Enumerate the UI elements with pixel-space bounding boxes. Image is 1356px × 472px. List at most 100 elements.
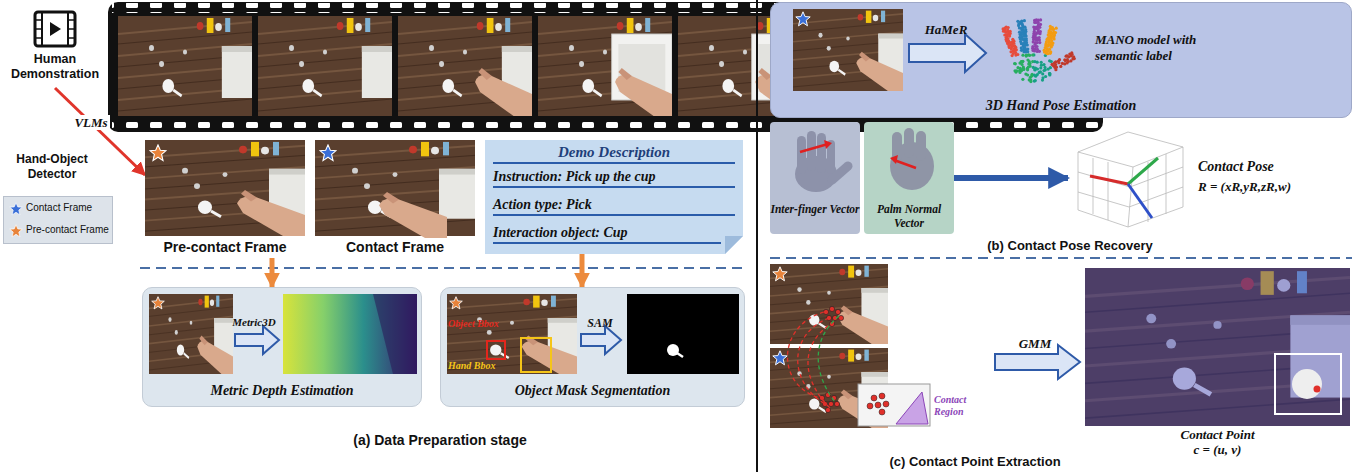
trajectory-images-part: [896, 392, 928, 424]
video-icon: [5, 8, 105, 52]
depth-illustration: [143, 288, 423, 380]
stage-caption: (a) Data Preparation stage: [250, 432, 630, 449]
film-strip-part: [615, 68, 672, 116]
trajectory-images-part-part: [829, 306, 834, 311]
mano-point: [1042, 69, 1045, 72]
film-strip-part: [475, 68, 532, 116]
vector-label: Inter-finger Vector: [770, 202, 860, 216]
frame-image-part: [145, 140, 305, 236]
mano-point: [1033, 60, 1036, 63]
process-panel: Metric Depth Estimation: [142, 287, 422, 407]
trajectory-images: [770, 264, 1080, 428]
contact-point-image: [1085, 268, 1350, 426]
video-icon-part: [50, 22, 61, 36]
vector-box: Inter-finger Vector: [770, 122, 860, 234]
hand-pose-illustration-part: [856, 52, 903, 91]
frame-label: Contact Frame: [315, 239, 475, 256]
mask-illustration-part: [522, 336, 577, 374]
pose-axes-part-part: [1078, 167, 1183, 187]
description-lines-part: [725, 236, 743, 254]
mano-point: [1050, 30, 1053, 33]
depth-illustration-part: [149, 294, 233, 374]
contact-point-image-part: [1085, 268, 1350, 426]
mano-point: [1032, 66, 1035, 69]
video-icon-part: [35, 12, 75, 46]
contact-point-image-part: [1275, 354, 1341, 414]
legend-stars-part: [10, 203, 23, 215]
mano-point: [1043, 66, 1046, 69]
mano-point: [1048, 72, 1051, 75]
trajectory-images-part-part: [871, 395, 877, 401]
pose-axes-part: [1128, 158, 1158, 184]
video-icon-part: [35, 37, 42, 39]
mano-point: [1026, 73, 1029, 76]
pose-axes-part-part: [1128, 167, 1133, 227]
description-line: Instruction: Pick up the cup: [493, 168, 738, 185]
panel-title: Metric Depth Estimation: [143, 382, 421, 399]
trajectory-images-part-part: [798, 318, 829, 404]
connector-arrow: [270, 258, 275, 287]
frame-image-part: [150, 145, 166, 161]
mano-point: [1033, 80, 1036, 83]
mano-point: [1026, 68, 1029, 71]
mano-point: [1021, 54, 1024, 57]
process-panel: Object Mask Segmentation: [440, 287, 745, 407]
model-note: MANO model with semantic label: [1095, 32, 1245, 64]
stage-caption: (b) Contact Pose Recovery: [950, 238, 1190, 254]
frame-image: [315, 140, 475, 236]
depth-illustration-part: [152, 297, 165, 309]
hand-silhouette-part: [916, 131, 926, 161]
mano-point: [1027, 62, 1030, 65]
description-line: Action type: Pick: [493, 196, 738, 213]
mano-point: [1041, 72, 1044, 75]
pose-label: Contact Pose: [1198, 158, 1348, 175]
mano-point: [1030, 74, 1033, 77]
bbox-label: Hand Bbox: [448, 360, 508, 372]
mask-illustration-part: [487, 341, 505, 359]
legend-box: Contact FramePre-contact Frame: [3, 196, 113, 244]
trajectory-images-part-part: [835, 309, 840, 314]
hand-silhouette: [770, 122, 860, 200]
mano-point: [1013, 62, 1016, 65]
mano-point: [1059, 65, 1062, 68]
contact-point-image-part: [1085, 268, 1350, 426]
mano-point: [1044, 75, 1047, 78]
arrow-label: SAM: [575, 316, 625, 330]
mano-point: [1057, 61, 1060, 64]
description-lines-part: [493, 186, 735, 188]
bbox-label: Object Bbox: [448, 318, 518, 330]
trajectory-images-part-part: [823, 309, 828, 314]
vector-label: Palm Normal Vector: [864, 202, 954, 230]
trajectory-images-part-part: [875, 402, 881, 408]
frame-image-part: [320, 145, 336, 161]
trajectory-images-part-part: [828, 401, 833, 406]
film-strip-part: [118, 16, 252, 116]
legend-text: Pre-contact Frame: [26, 223, 112, 237]
frame-label: Pre-contact Frame: [145, 239, 305, 256]
mano-point: [1026, 48, 1029, 51]
depth-illustration-part: [373, 294, 417, 374]
hand-silhouette-part: [800, 144, 828, 152]
mano-point: [1055, 27, 1058, 30]
hand-silhouette-part: [824, 140, 832, 149]
legend-stars-part: [10, 225, 23, 237]
mano-point: [1021, 78, 1024, 81]
mano-point: [1029, 80, 1032, 83]
hand-pose-illustration-part: [793, 9, 903, 91]
film-strip-part: [398, 16, 532, 116]
arrow-label: GMM: [995, 336, 1075, 351]
result-node: Contact Pointc = (u, v): [1085, 268, 1350, 459]
hand-pose-illustration-part: [909, 34, 986, 72]
video-icon-part: [35, 28, 42, 30]
description-lines-part: [493, 242, 721, 244]
description-line: Interaction object: Cup: [493, 224, 725, 241]
description-lines-part: [725, 236, 743, 254]
trajectory-images-part: [773, 267, 787, 281]
mask-illustration-part: [521, 338, 551, 372]
depth-illustration-part: [283, 294, 417, 374]
frame-image-part: [379, 192, 447, 238]
trajectory-images-part: [838, 306, 888, 344]
mano-point: [1039, 18, 1042, 21]
mano-point: [1011, 38, 1014, 41]
result-formula: c = (u, v): [1085, 442, 1350, 457]
